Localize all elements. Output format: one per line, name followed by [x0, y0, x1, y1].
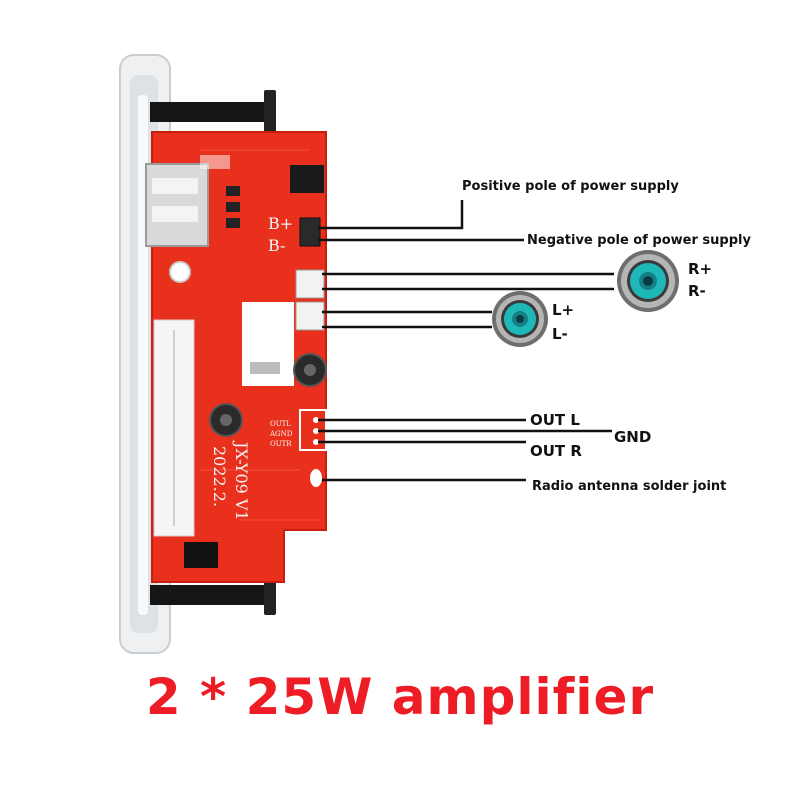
silk-model: JX-Y09 V1 [232, 440, 251, 521]
label-positive-pole: Positive pole of power supply [462, 179, 679, 194]
leader-positive [318, 200, 464, 230]
speaker-icon [492, 291, 548, 347]
silk-outr: OUTR [270, 440, 292, 448]
right-speaker-socket [295, 269, 325, 299]
label-negative-pole: Negative pole of power supply [527, 233, 751, 248]
silk-outl: OUTL [270, 420, 291, 428]
label-gnd: GND [614, 428, 651, 446]
label-antenna: Radio antenna solder joint [532, 479, 726, 494]
ir-receiver [184, 542, 218, 568]
mounting-screw-bottom [150, 573, 276, 615]
regulator-chip [290, 165, 324, 193]
speaker-icon [617, 250, 679, 312]
pcb-board: B+ B- OUTL AGND OUTR JX-Y09 V1 2022.2. [145, 131, 327, 583]
mounting-screw-top [150, 90, 276, 132]
tact-button [169, 261, 191, 283]
label-l-minus: L- [552, 325, 568, 343]
caption-title: 2 * 25W amplifier [145, 668, 655, 726]
silk-bplus: B+ [268, 214, 293, 233]
silk-bminus: B- [268, 236, 285, 255]
label-out-r: OUT R [530, 442, 582, 460]
left-speaker-socket [295, 301, 325, 331]
leader-lines [318, 200, 614, 482]
antenna-pad [310, 469, 322, 487]
label-r-plus: R+ [688, 260, 712, 278]
label-r-minus: R- [688, 282, 706, 300]
label-out-l: OUT L [530, 411, 580, 429]
label-l-plus: L+ [552, 301, 574, 319]
silk-date: 2022.2. [210, 446, 229, 507]
power-header [299, 217, 321, 247]
usb-port [145, 163, 209, 247]
silk-agnd: AGND [269, 430, 293, 438]
